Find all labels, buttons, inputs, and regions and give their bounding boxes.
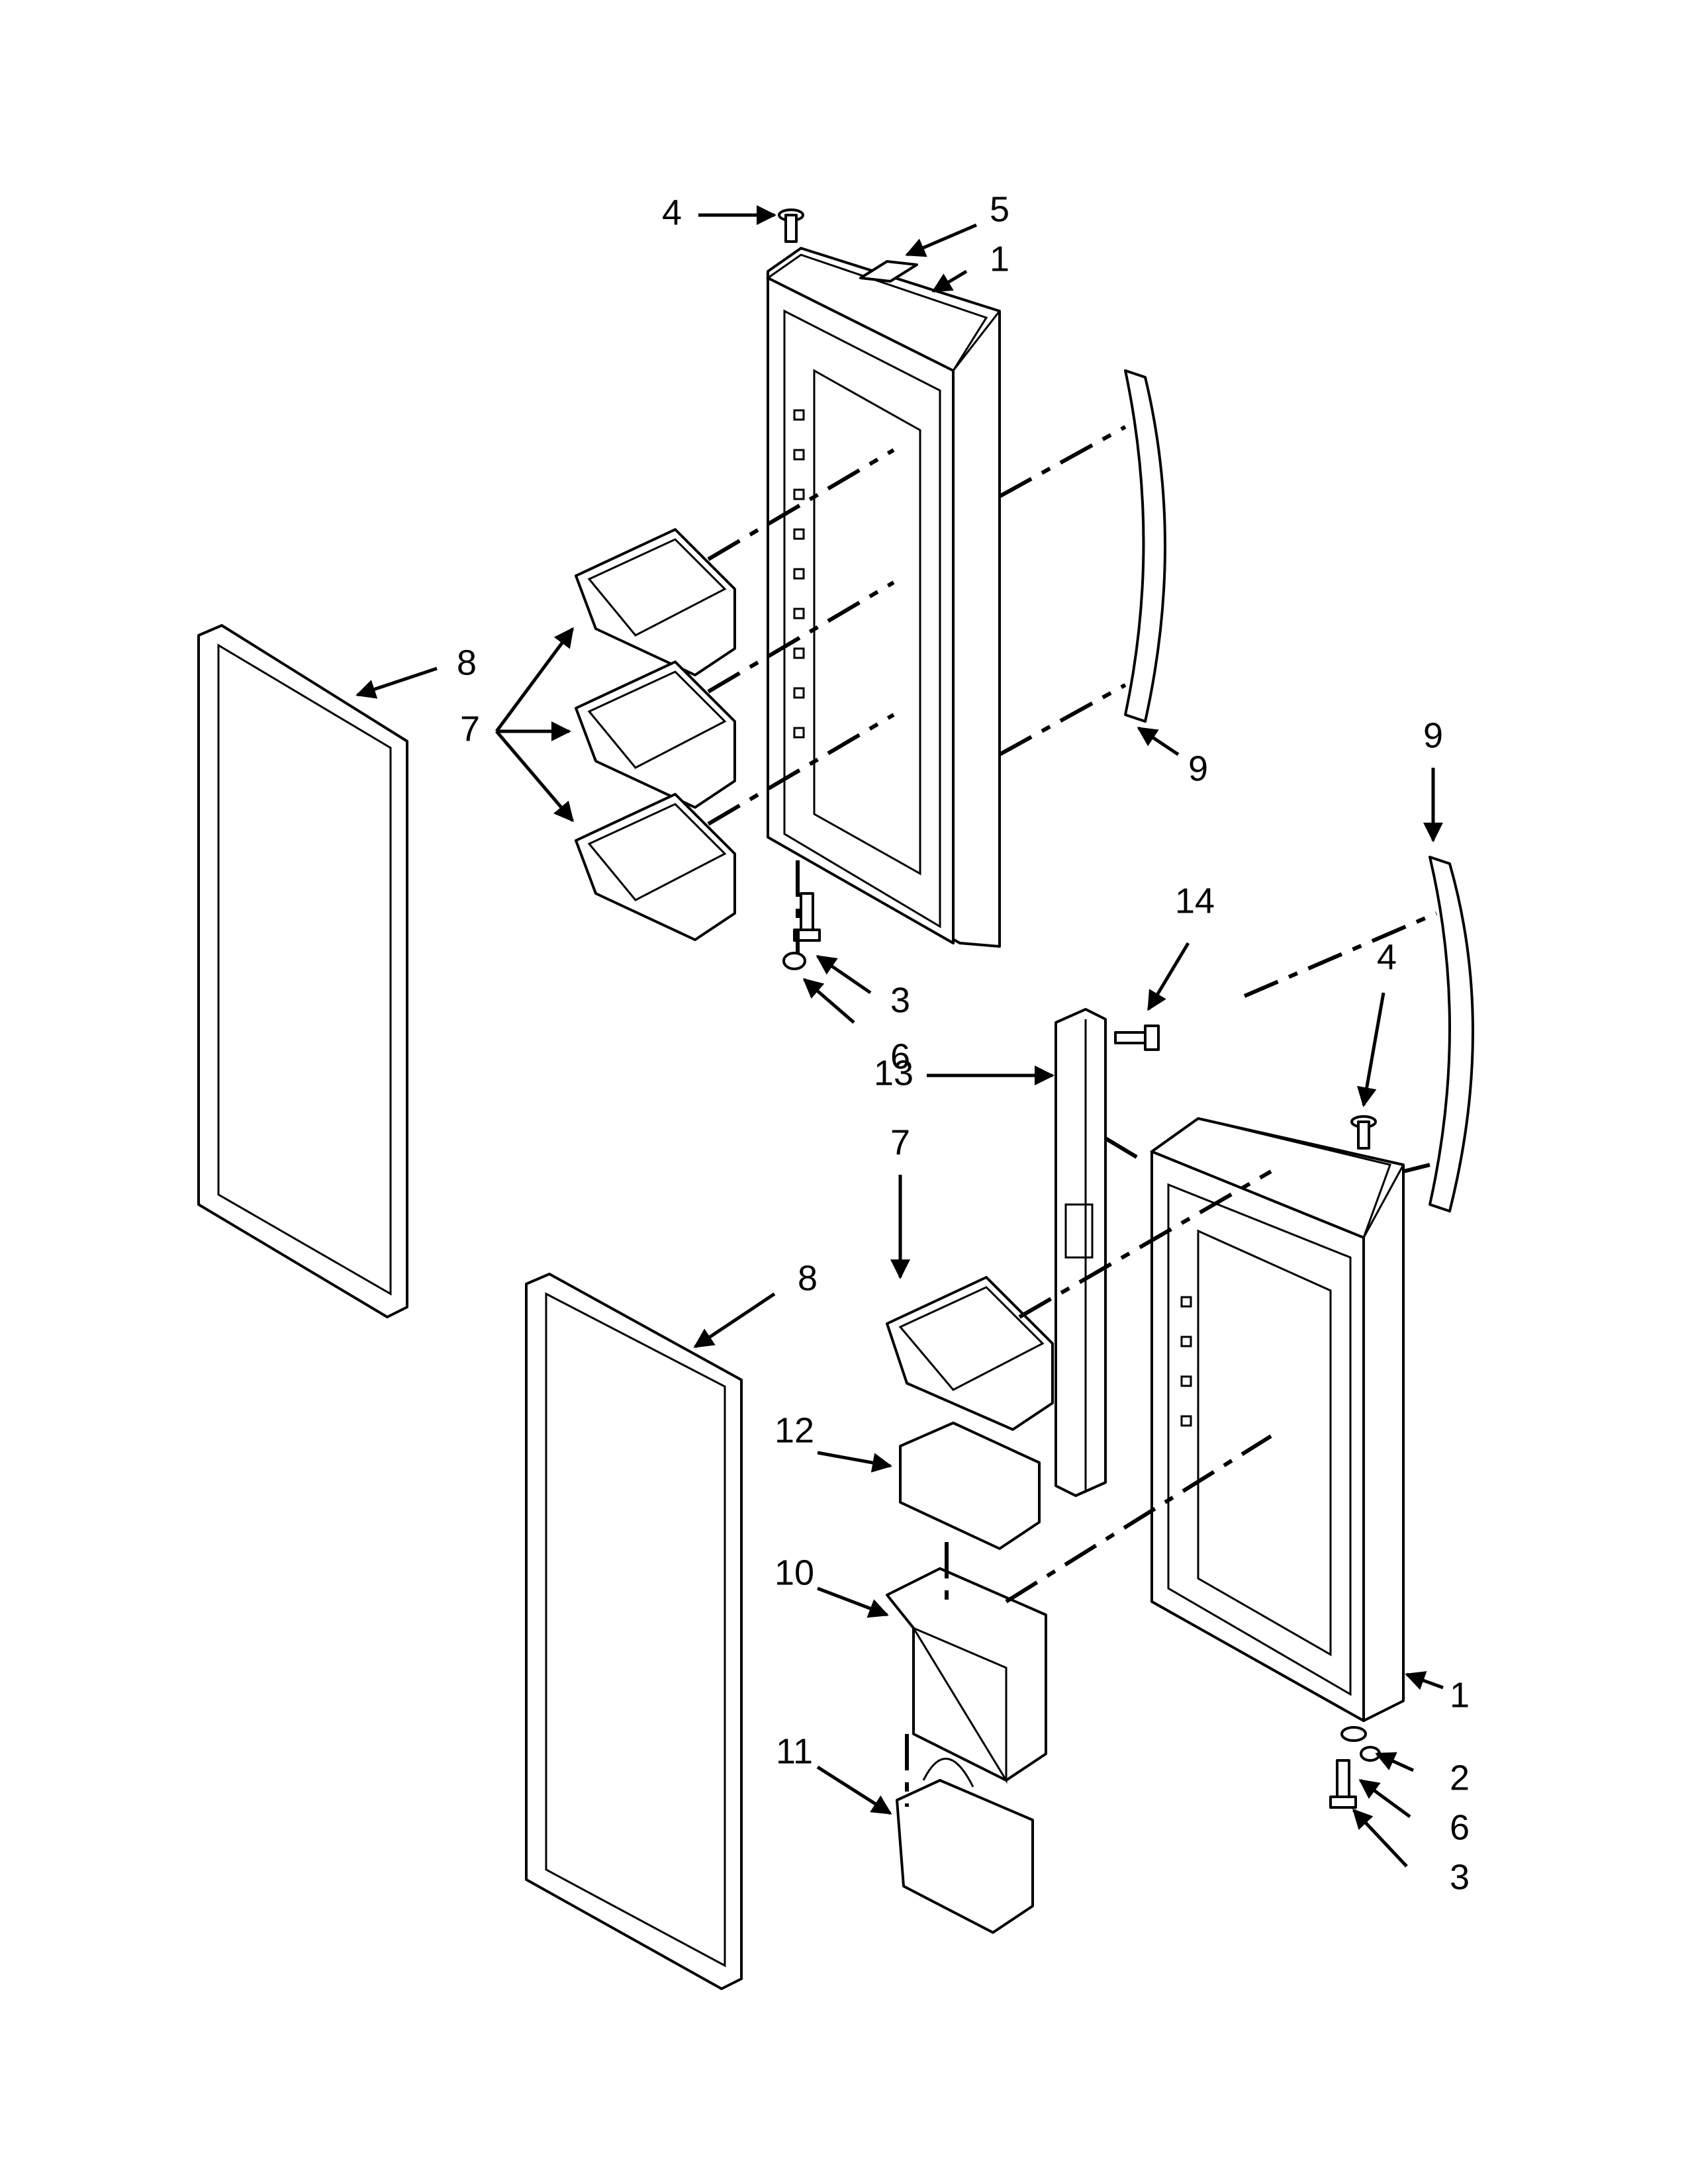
callout-9-lower: 9 — [1423, 715, 1443, 755]
callout-2: 2 — [1450, 1758, 1470, 1797]
callout-6-lower: 6 — [1450, 1807, 1470, 1847]
hinge-pin-top — [778, 208, 804, 243]
door-bin-2 — [575, 660, 736, 809]
hinge-pin-lower — [1350, 1115, 1377, 1150]
door-bin-lower — [886, 1276, 1054, 1431]
callout-12: 12 — [774, 1410, 814, 1450]
callout-5: 5 — [990, 189, 1009, 229]
callout-3-lower: 3 — [1450, 1857, 1470, 1897]
shelf-supports — [793, 409, 805, 739]
upper-door — [766, 247, 1001, 948]
hinge-cap — [859, 260, 918, 283]
callout-13: 13 — [874, 1053, 914, 1093]
door-bin-3 — [575, 793, 736, 941]
lower-door — [1149, 1117, 1405, 1722]
door-gasket-upper — [197, 624, 408, 1318]
callout-6-top: 6 — [890, 1036, 910, 1076]
mullion — [1055, 1008, 1107, 1497]
callout-3-top: 3 — [890, 980, 910, 1020]
handle-lower — [1429, 856, 1474, 1212]
lower-hinge-parts — [1329, 1726, 1381, 1809]
door-bin-1 — [575, 528, 736, 676]
callout-7-lower: 7 — [890, 1122, 910, 1162]
callout-14: 14 — [1175, 881, 1215, 921]
ice-bucket — [896, 1758, 1034, 1934]
screw-upper-door — [793, 892, 821, 942]
handle-upper — [1124, 369, 1166, 723]
callout-8-top: 8 — [457, 643, 477, 682]
callout-4-lower: 4 — [1377, 937, 1397, 977]
callout-8-lower: 8 — [798, 1258, 818, 1298]
callout-11: 11 — [776, 1731, 813, 1771]
callout-4-top: 4 — [662, 193, 682, 232]
shelf-supports-lower — [1180, 1296, 1192, 1427]
ice-chute-cover — [899, 1422, 1041, 1550]
dispenser-housing — [886, 1567, 1047, 1784]
callout-1-lower: 1 — [1450, 1675, 1470, 1715]
callout-9-top: 9 — [1188, 749, 1208, 788]
door-gasket-lower — [525, 1273, 743, 1990]
callout-1-top: 1 — [990, 239, 1009, 279]
washer-upper-door — [782, 952, 806, 970]
mullion-screw — [1114, 1024, 1160, 1051]
callout-7-top: 7 — [460, 709, 480, 749]
callout-10: 10 — [774, 1553, 814, 1592]
